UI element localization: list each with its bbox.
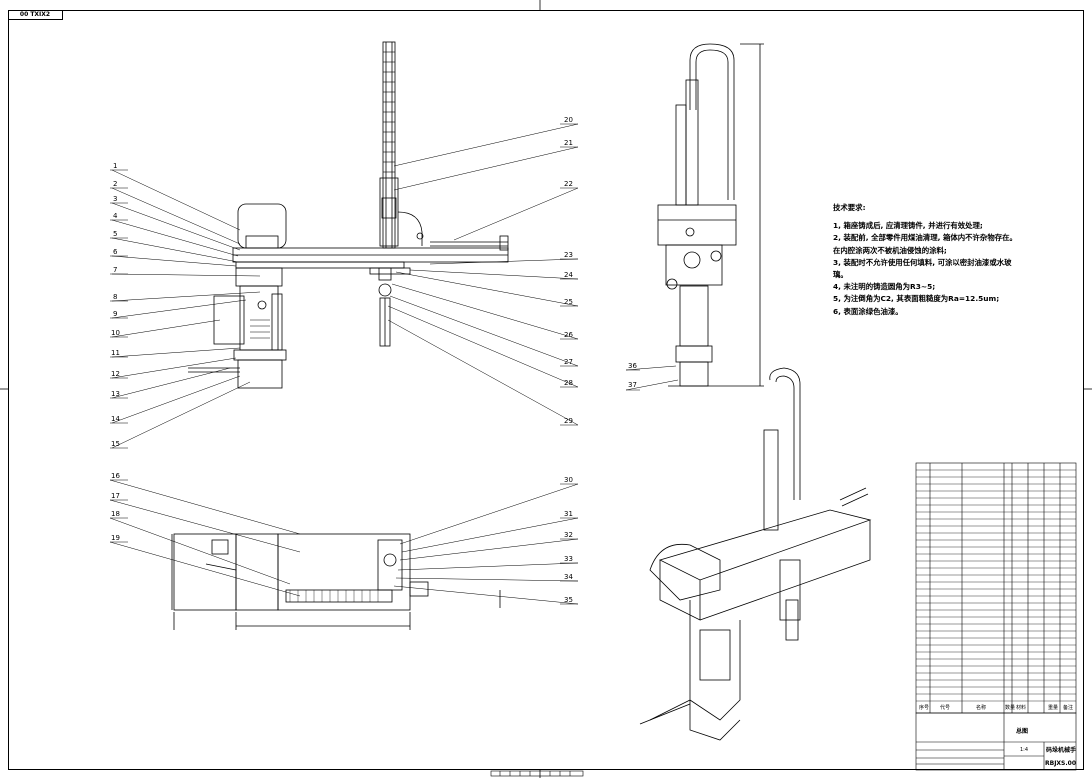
isometric-view — [639, 367, 872, 741]
callout-13: 13 — [111, 390, 120, 398]
drawing-border — [8, 10, 1084, 770]
callout-31: 31 — [564, 510, 573, 518]
callout-9: 9 — [113, 310, 118, 318]
requirement-line: 4, 未注明的铸造圆角为R3~5; — [833, 282, 936, 292]
callout-19: 19 — [111, 534, 120, 542]
callout-35: 35 — [564, 596, 573, 604]
product-name: 码垛机械手 — [1046, 747, 1077, 754]
parts-list-rows — [916, 469, 1076, 702]
callout-29: 29 — [564, 417, 573, 425]
parts-header-material: 材料 — [1016, 705, 1027, 711]
leader-lines-front — [110, 123, 579, 449]
parts-header-seq: 序号 — [919, 705, 930, 711]
drawing-number: RBJXS.00 — [1045, 760, 1077, 767]
parts-header-weight: 重量 — [1048, 705, 1059, 711]
callout-10: 10 — [111, 329, 120, 337]
assembly-name: 总图 — [1016, 728, 1029, 735]
callout-4: 4 — [113, 212, 118, 220]
callout-5: 5 — [113, 230, 118, 238]
callout-20: 20 — [564, 116, 573, 124]
requirement-line: 6, 表面涂绿色油漆。 — [833, 306, 903, 316]
technical-requirements: 技术要求: 1, 箱座铸成后, 应清理铸件, 并进行有效处理; 2, 装配前, … — [833, 202, 1078, 318]
plan-view — [171, 533, 501, 630]
callout-17: 17 — [111, 492, 120, 500]
technical-requirements-title: 技术要求: — [833, 203, 866, 212]
requirement-line: 在内腔涂两次不被机油侵蚀的涂料; — [833, 245, 947, 255]
callout-18: 18 — [111, 510, 120, 518]
parts-header-note: 备注 — [1063, 705, 1074, 711]
callout-1: 1 — [113, 162, 118, 170]
side-view — [657, 43, 764, 387]
callout-23: 23 — [564, 251, 573, 259]
callout-7: 7 — [113, 266, 118, 274]
callout-32: 32 — [564, 531, 573, 539]
scale-value: 1:4 — [1020, 747, 1029, 753]
requirement-line: 5, 为注倒角为C2, 其表面粗糙度为Ra=12.5um; — [833, 294, 1000, 304]
callout-28: 28 — [564, 379, 573, 387]
callout-37: 37 — [628, 381, 637, 389]
parts-header-code: 代号 — [940, 705, 951, 711]
callout-36: 36 — [628, 362, 637, 370]
callout-8: 8 — [113, 293, 118, 301]
callout-15: 15 — [111, 440, 120, 448]
callout-26: 26 — [564, 331, 573, 339]
callout-21: 21 — [564, 139, 573, 147]
parts-header-name: 名称 — [976, 705, 987, 711]
callout-30: 30 — [564, 476, 573, 484]
callout-25: 25 — [564, 298, 573, 306]
callout-11: 11 — [111, 349, 120, 357]
callout-12: 12 — [111, 370, 120, 378]
callout-2: 2 — [113, 180, 118, 188]
bottom-scale — [490, 770, 584, 777]
parts-list — [915, 462, 1077, 714]
title-block — [915, 712, 1077, 771]
callout-16: 16 — [111, 472, 120, 480]
requirement-line: 3, 装配时不允许使用任何填料, 可涂以密封油漆或水玻 — [833, 257, 1012, 267]
callout-24: 24 — [564, 271, 573, 279]
callout-33: 33 — [564, 555, 573, 563]
requirement-line: 2, 装配前, 全部零件用煤油清理, 箱体内不许杂物存在。 — [833, 233, 1017, 243]
requirement-line: 1, 箱座铸成后, 应清理铸件, 并进行有效处理; — [833, 221, 983, 231]
callout-14: 14 — [111, 415, 120, 423]
leader-lines-side — [625, 365, 679, 391]
front-view — [188, 41, 509, 389]
callout-22: 22 — [564, 180, 573, 188]
callout-27: 27 — [564, 358, 573, 366]
leader-lines-plan — [109, 479, 579, 605]
callout-34: 34 — [564, 573, 573, 581]
corner-drawing-number: 00 TXIX2 — [8, 10, 63, 20]
parts-header-qty: 数量 — [1005, 705, 1016, 711]
callout-6: 6 — [113, 248, 118, 256]
requirement-line: 璃。 — [833, 270, 848, 280]
callout-3: 3 — [113, 195, 118, 203]
